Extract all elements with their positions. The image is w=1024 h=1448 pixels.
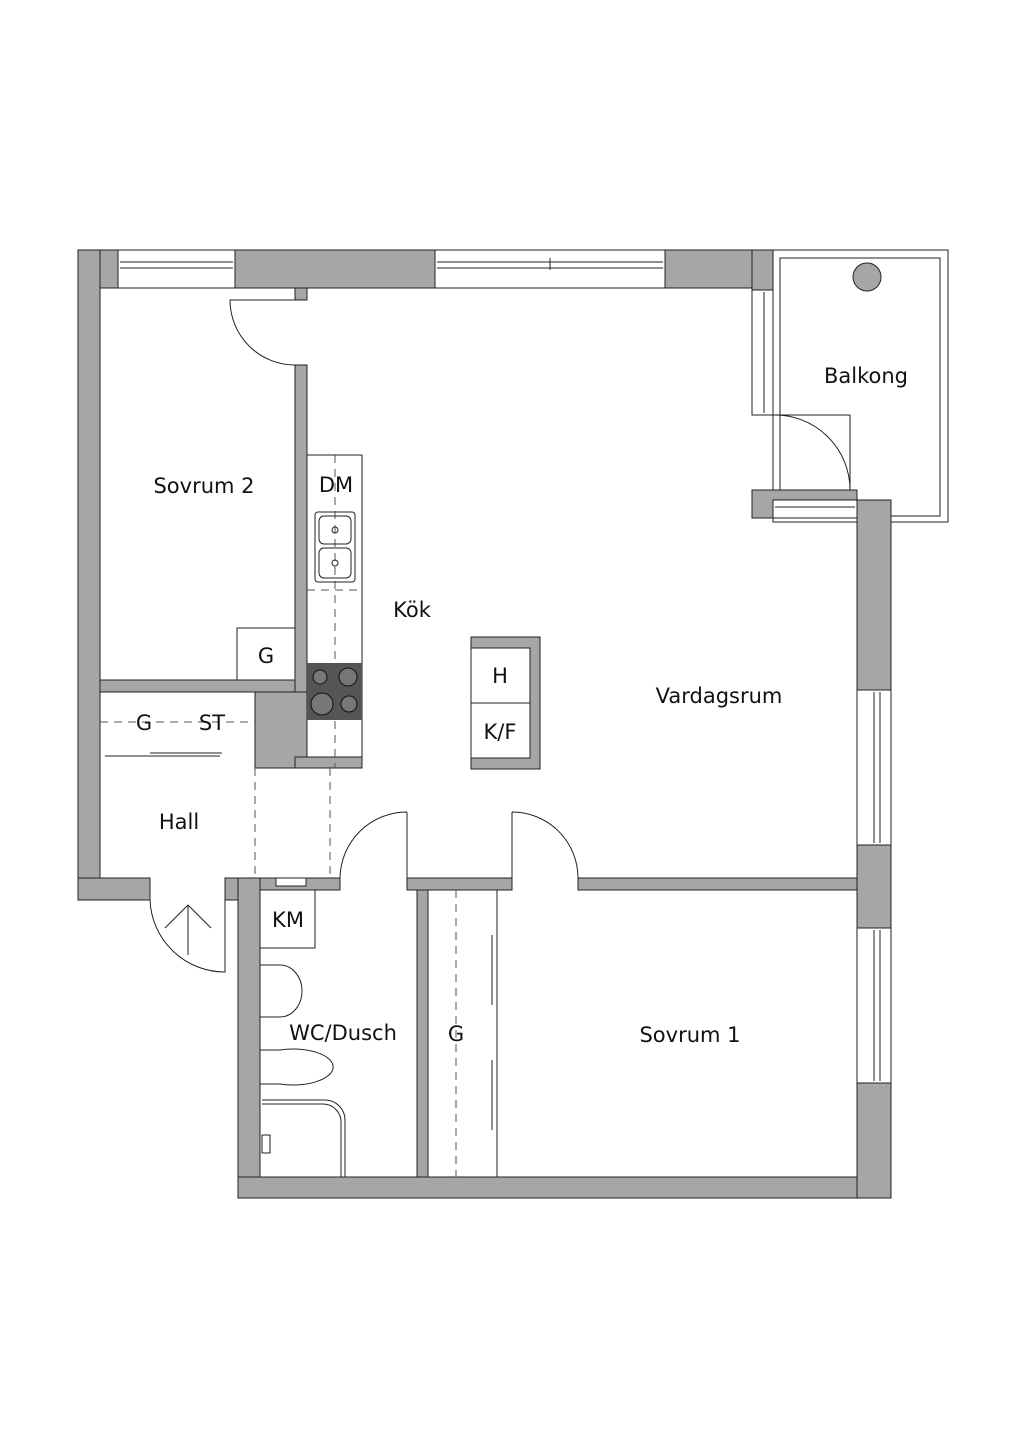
entrance-arrow-icon [164, 904, 212, 955]
wardrobes [100, 627, 498, 1177]
fixture-label-storage-hall: ST [199, 711, 225, 735]
stove-icon [307, 663, 362, 720]
kitchen-counter [306, 454, 541, 770]
fixture-label-hob: H [492, 664, 508, 688]
fixture-label-wardrobe-hall: G [136, 711, 152, 735]
room-label-vardagsrum: Vardagsrum [656, 684, 783, 708]
fixture-label-wardrobe-sovrum1: G [448, 1022, 464, 1046]
bathroom-fixtures [259, 964, 346, 1177]
room-label-wc: WC/Dusch [289, 1021, 397, 1045]
room-label-hall: Hall [159, 810, 199, 834]
washbasin-icon [260, 964, 303, 1018]
windows [117, 249, 892, 1084]
room-label-kok: Kök [393, 598, 432, 622]
sink-icon [314, 511, 356, 583]
room-label-sovrum2: Sovrum 2 [153, 474, 254, 498]
fixture-label-dm: DM [319, 473, 353, 497]
room-label-balkong: Balkong [824, 364, 908, 388]
kitchen-island [470, 636, 541, 770]
toilet-icon [259, 1048, 334, 1086]
plant-pot-icon [852, 262, 882, 292]
fixture-label-wardrobe-sovrum2: G [258, 644, 274, 668]
room-labels: Sovrum 2 Kök Vardagsrum Balkong Hall WC/… [136, 364, 908, 1047]
doors [149, 299, 851, 973]
fixture-label-fridge-freezer: K/F [484, 720, 517, 744]
shower-icon [262, 1099, 346, 1177]
fixture-label-washing-machine: KM [272, 908, 304, 932]
room-label-sovrum1: Sovrum 1 [639, 1023, 740, 1047]
